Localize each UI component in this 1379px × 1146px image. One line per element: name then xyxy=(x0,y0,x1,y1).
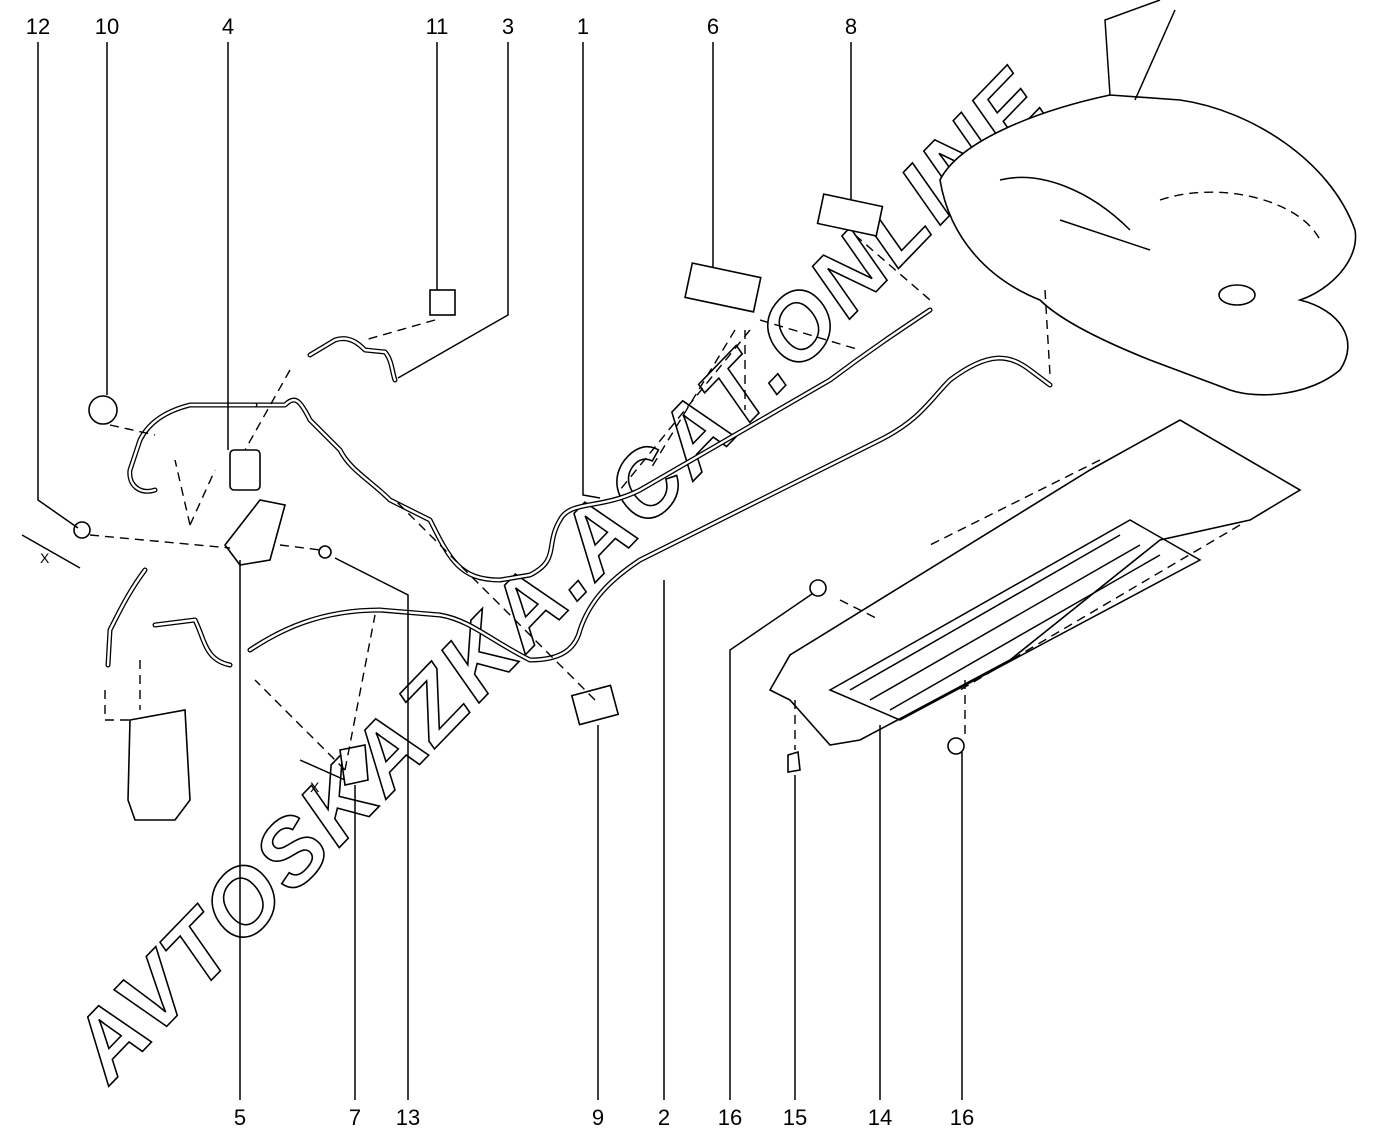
leader-lines xyxy=(37,42,963,1100)
fuel-tank xyxy=(939,0,1357,396)
callout-3: 3 xyxy=(501,14,515,39)
callout-2: 2 xyxy=(657,1105,671,1130)
cross-marks: X X xyxy=(21,534,346,795)
callout-13: 13 xyxy=(395,1105,421,1130)
callout-7: 7 xyxy=(348,1105,362,1130)
callout-11: 11 xyxy=(425,14,449,39)
callout-16b: 16 xyxy=(949,1105,975,1130)
watermark: AVTOSKAZKA.ACAT.ONLINE xyxy=(50,51,1069,1101)
callout-4: 4 xyxy=(221,14,235,39)
callout-5: 5 xyxy=(233,1105,247,1130)
callout-12: 12 xyxy=(25,14,51,39)
callout-8: 8 xyxy=(844,14,858,39)
cross-mark-label: X xyxy=(310,779,320,795)
cross-mark-label: X xyxy=(40,550,50,566)
callout-6: 6 xyxy=(706,14,720,39)
callout-14: 14 xyxy=(867,1105,893,1130)
fuel-lines xyxy=(105,307,1053,668)
callout-15: 15 xyxy=(782,1105,808,1130)
callout-1: 1 xyxy=(576,14,590,39)
callout-9: 9 xyxy=(591,1105,605,1130)
callout-10: 10 xyxy=(94,14,120,39)
underbody-shield xyxy=(768,419,1302,773)
assembly-arrows xyxy=(89,234,1051,771)
callout-16a: 16 xyxy=(717,1105,743,1130)
